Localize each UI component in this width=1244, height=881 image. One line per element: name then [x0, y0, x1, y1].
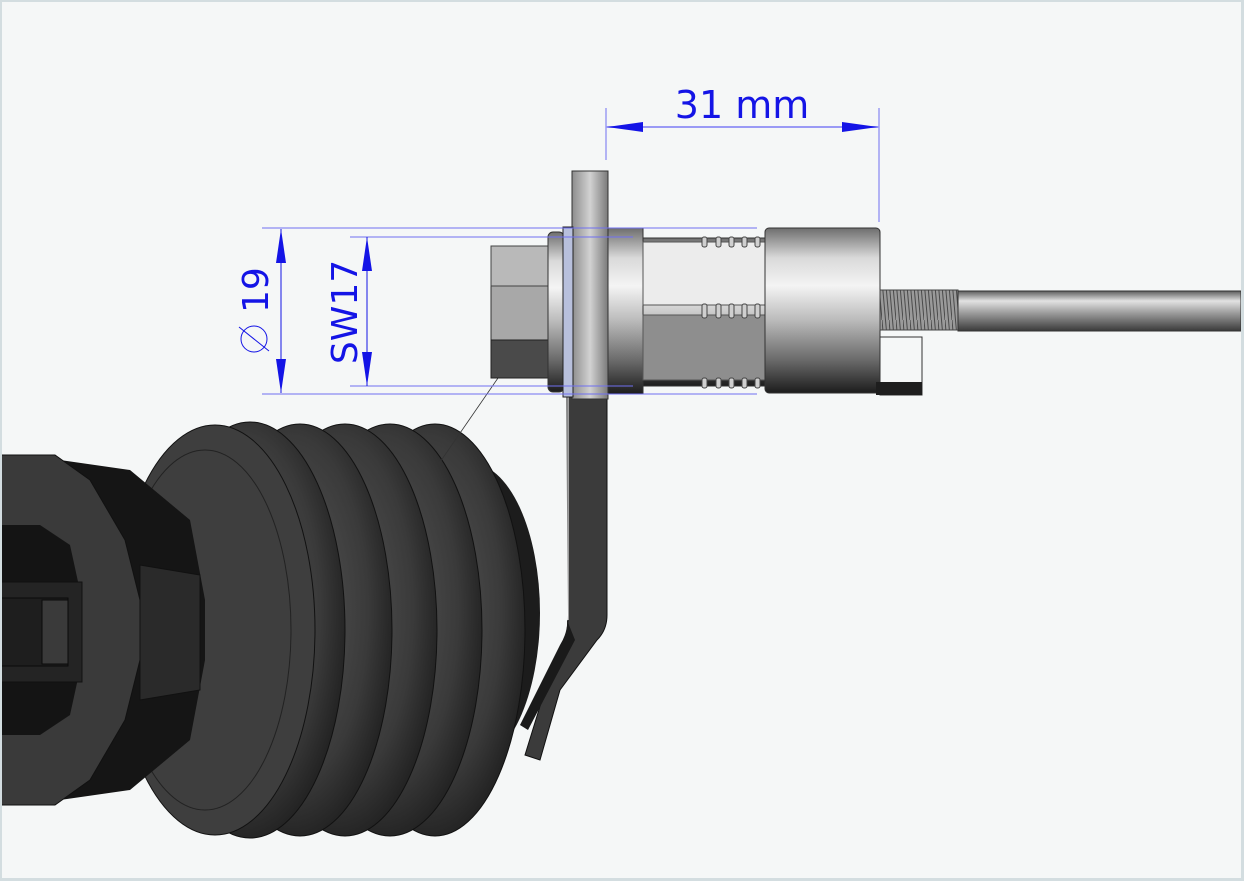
cap-nut: [764, 227, 923, 396]
dimension-wrench-size: SW17: [325, 237, 372, 386]
diameter-dimension-label: 19: [236, 267, 277, 313]
diameter-symbol-icon: [240, 325, 268, 353]
leader-line: [437, 377, 499, 466]
bracket-flange: [571, 170, 609, 400]
wrench-size-dimension-label: SW17: [325, 260, 366, 364]
extension-lines: [262, 108, 880, 395]
threaded-rod: [879, 289, 1241, 332]
dimension-length: 31 mm: [606, 83, 879, 132]
mounting-bracket: [520, 394, 608, 761]
length-dimension-label: 31 mm: [675, 83, 809, 127]
hex-nut: [490, 226, 574, 398]
threaded-body: [607, 227, 766, 395]
rubber-bellows: [2, 421, 540, 839]
dimension-diameter: 19: [236, 229, 286, 393]
